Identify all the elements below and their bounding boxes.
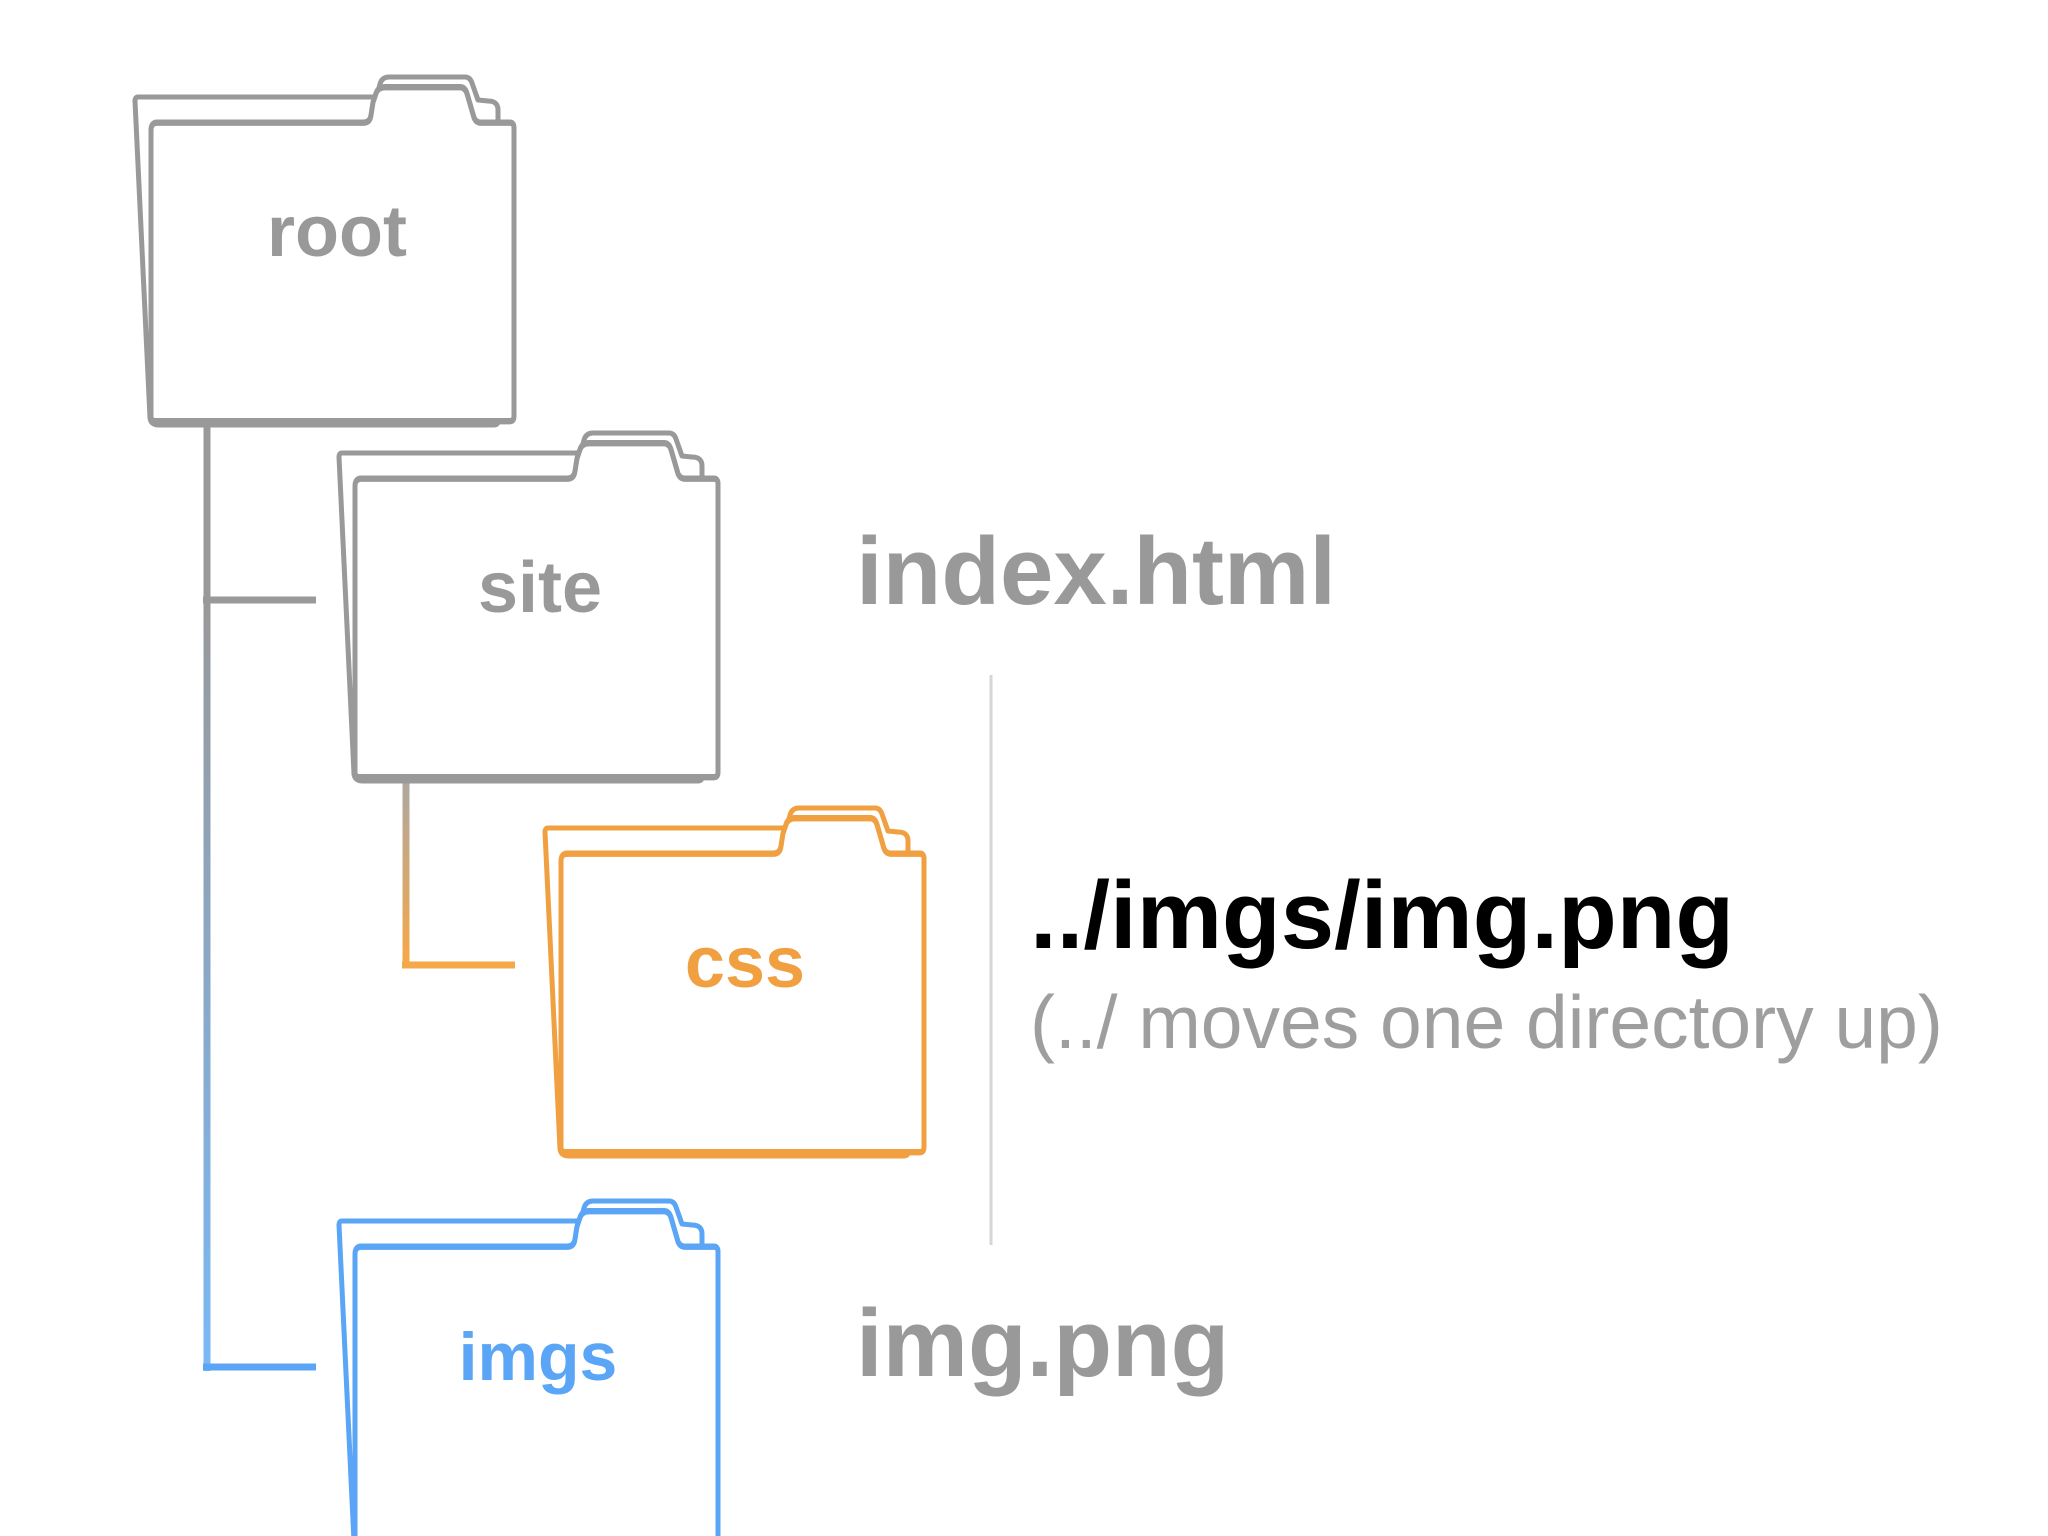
relative-path-text: ../imgs/img.png <box>1030 862 1735 969</box>
file-index-html: index.html <box>856 518 1337 625</box>
folder-css <box>542 805 927 1159</box>
folder-label-root: root <box>267 192 407 272</box>
folder-icon <box>132 74 517 428</box>
folder-root <box>132 74 517 428</box>
folder-site <box>336 430 721 784</box>
file-img-png: img.png <box>856 1290 1230 1397</box>
folder-icon <box>336 430 721 784</box>
folder-label-site: site <box>478 548 602 628</box>
tree-connectors <box>203 375 515 1371</box>
relative-path-note: (../ moves one directory up) <box>1030 980 1943 1064</box>
folder-label-css: css <box>685 923 805 1003</box>
folder-icon <box>336 1198 721 1536</box>
folder-imgs <box>336 1198 721 1536</box>
folder-icon <box>542 805 927 1159</box>
folder-label-imgs: imgs <box>459 1319 618 1395</box>
